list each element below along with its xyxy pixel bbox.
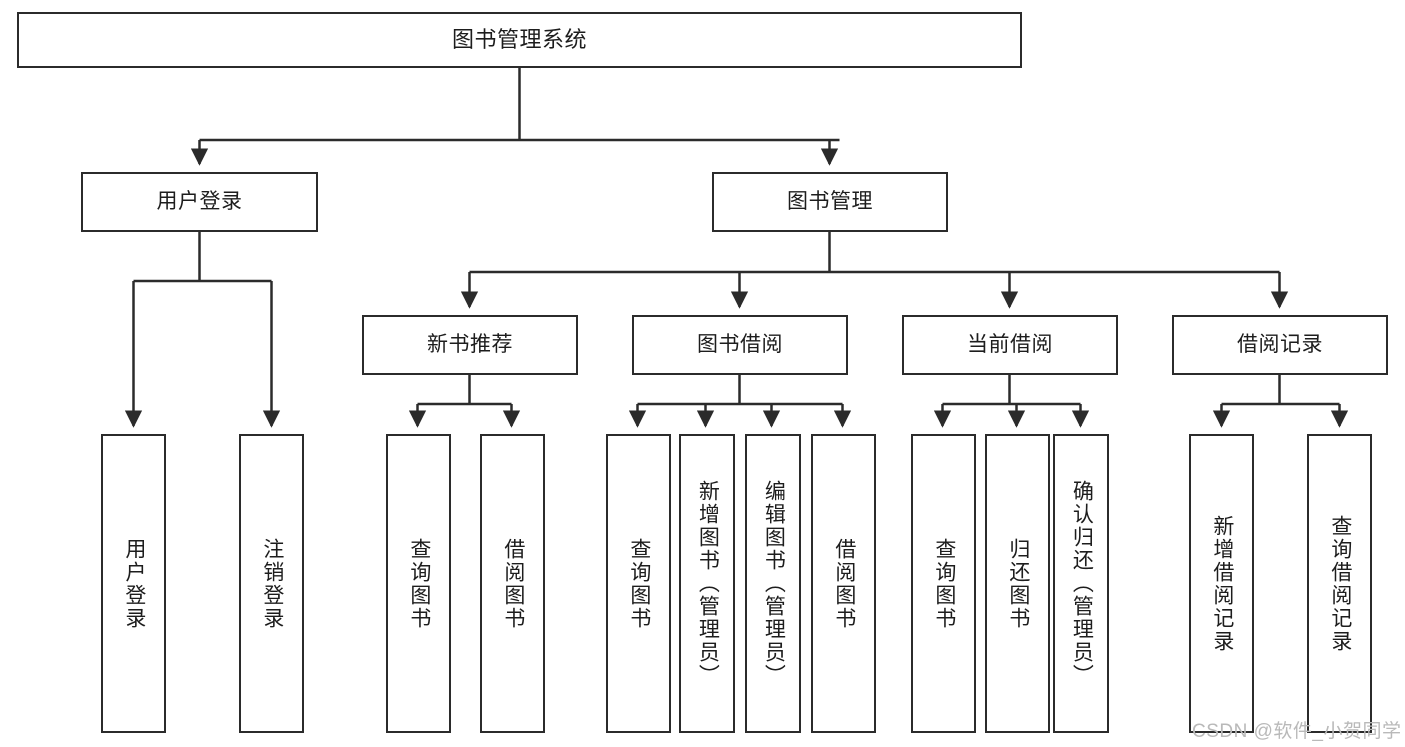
node-leaf-borrow-book-2-label: 借阅图书 — [832, 537, 856, 630]
node-root[interactable]: 图书管理系统 — [17, 12, 1022, 68]
node-user-login-label: 用户登录 — [156, 189, 243, 213]
node-leaf-add-record-label: 新增借阅记录 — [1210, 514, 1234, 653]
node-current-borrow-label: 当前借阅 — [967, 332, 1053, 356]
node-leaf-query-book-2[interactable]: 查询图书 — [606, 434, 671, 733]
node-leaf-borrow-book-1[interactable]: 借阅图书 — [480, 434, 545, 733]
node-book-borrow[interactable]: 图书借阅 — [632, 315, 848, 375]
node-leaf-add-book-label: 新增图书（管理员） — [696, 480, 720, 687]
node-leaf-borrow-book-1-label: 借阅图书 — [501, 537, 525, 630]
node-book-borrow-label: 图书借阅 — [697, 332, 783, 356]
node-leaf-query-book-3-label: 查询图书 — [932, 537, 956, 630]
node-leaf-query-book-1-label: 查询图书 — [407, 537, 431, 630]
node-root-label: 图书管理系统 — [451, 27, 587, 53]
node-leaf-query-book-1[interactable]: 查询图书 — [386, 434, 451, 733]
node-leaf-query-book-3[interactable]: 查询图书 — [911, 434, 976, 733]
node-leaf-return-book[interactable]: 归还图书 — [985, 434, 1050, 733]
node-new-book-rec-label: 新书推荐 — [427, 332, 513, 356]
node-leaf-logout[interactable]: 注销登录 — [239, 434, 304, 733]
node-user-login[interactable]: 用户登录 — [81, 172, 318, 232]
node-leaf-confirm-return-label: 确认归还（管理员） — [1070, 480, 1094, 687]
node-leaf-return-book-label: 归还图书 — [1006, 537, 1030, 630]
node-leaf-confirm-return[interactable]: 确认归还（管理员） — [1053, 434, 1109, 733]
node-leaf-borrow-book-2[interactable]: 借阅图书 — [811, 434, 876, 733]
node-borrow-record[interactable]: 借阅记录 — [1172, 315, 1388, 375]
watermark: CSDN @软件_小贺同学 — [1192, 721, 1402, 742]
node-borrow-record-label: 借阅记录 — [1237, 332, 1323, 356]
node-leaf-logout-label: 注销登录 — [260, 537, 284, 630]
node-leaf-add-record[interactable]: 新增借阅记录 — [1189, 434, 1254, 733]
node-leaf-edit-book-label: 编辑图书（管理员） — [762, 480, 786, 687]
node-leaf-query-record[interactable]: 查询借阅记录 — [1307, 434, 1372, 733]
node-leaf-query-book-2-label: 查询图书 — [627, 537, 651, 630]
node-leaf-query-record-label: 查询借阅记录 — [1328, 514, 1352, 653]
node-leaf-user-login[interactable]: 用户登录 — [101, 434, 166, 733]
node-leaf-user-login-label: 用户登录 — [122, 537, 146, 630]
node-leaf-add-book[interactable]: 新增图书（管理员） — [679, 434, 735, 733]
node-book-manage[interactable]: 图书管理 — [712, 172, 948, 232]
node-leaf-edit-book[interactable]: 编辑图书（管理员） — [745, 434, 801, 733]
node-new-book-rec[interactable]: 新书推荐 — [362, 315, 578, 375]
node-current-borrow[interactable]: 当前借阅 — [902, 315, 1118, 375]
node-book-manage-label: 图书管理 — [787, 189, 873, 213]
